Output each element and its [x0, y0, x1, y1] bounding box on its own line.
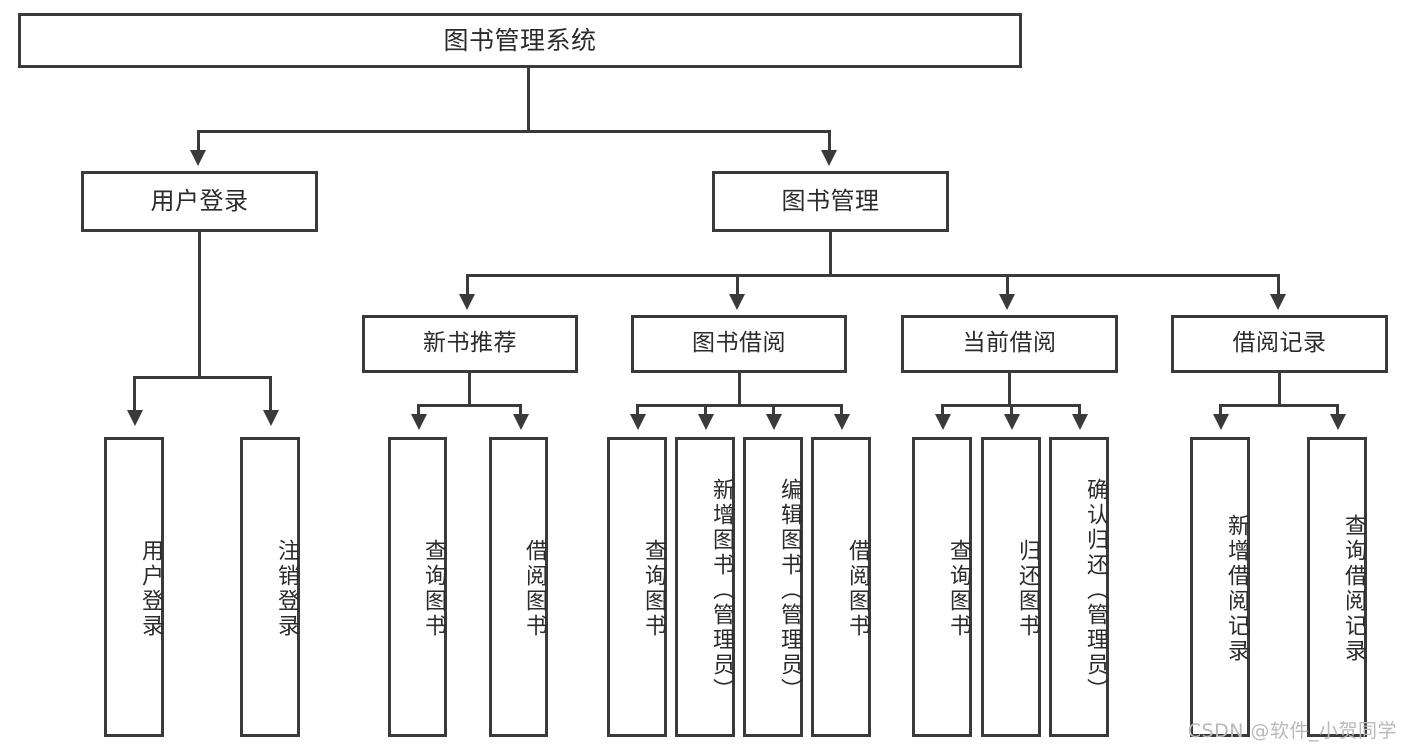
connector-root-to-book-management — [828, 130, 831, 152]
connector-book-management-trunk — [829, 232, 832, 274]
node-label: 用户登录 — [138, 539, 163, 639]
arrow-borrow-records-leaf-2 — [1330, 414, 1346, 430]
node-user-login[interactable]: 用户登录 — [81, 171, 318, 232]
connector-user-login-leaf-1 — [133, 376, 136, 412]
leaf-book-borrow-query[interactable]: 查询图书 — [607, 437, 667, 737]
leaf-book-borrow-add-admin[interactable]: 新增图书（管理员） — [675, 437, 735, 737]
watermark-text: CSDN @软件_小贺同学 — [1187, 720, 1397, 742]
node-label: 新书推荐 — [423, 330, 517, 357]
node-book-management[interactable]: 图书管理 — [712, 171, 949, 232]
node-label: 编辑图书（管理员） — [777, 477, 802, 703]
leaf-current-borrow-return[interactable]: 归还图书 — [981, 437, 1041, 737]
connector-new-book-leaf-2 — [519, 404, 522, 416]
node-label: 借阅图书 — [522, 539, 547, 639]
arrow-new-book-leaf-2 — [513, 414, 529, 430]
node-label: 用户登录 — [150, 187, 249, 216]
arrow-current-borrow-leaf-2 — [1004, 414, 1020, 430]
node-label: 确认归还（管理员） — [1083, 477, 1108, 703]
connector-current-borrow-leaf-3 — [1078, 404, 1081, 416]
node-label: 借阅记录 — [1232, 330, 1327, 357]
node-label: 新增图书（管理员） — [709, 477, 734, 703]
connector-bm-to-new-book — [466, 274, 469, 296]
node-borrow-records[interactable]: 借阅记录 — [1171, 315, 1388, 373]
connector-book-borrow-leaf-2 — [704, 404, 707, 416]
connector-user-login-bus — [133, 376, 271, 379]
connector-bm-to-book-borrow — [736, 274, 739, 296]
connector-book-borrow-leaf-4 — [840, 404, 843, 416]
arrow-book-borrow-leaf-1 — [630, 414, 646, 430]
leaf-book-borrow-edit-admin[interactable]: 编辑图书（管理员） — [743, 437, 803, 737]
node-label: 图书管理系统 — [443, 25, 597, 55]
arrow-book-borrow-leaf-3 — [766, 414, 782, 430]
node-label: 查询借阅记录 — [1341, 514, 1366, 664]
node-label: 注销登录 — [274, 539, 299, 639]
leaf-borrow-records-add[interactable]: 新增借阅记录 — [1190, 437, 1250, 737]
leaf-current-borrow-query[interactable]: 查询图书 — [912, 437, 972, 737]
node-label: 借阅图书 — [845, 539, 870, 639]
node-label: 查询图书 — [946, 539, 971, 639]
connector-borrow-records-leaf-1 — [1219, 404, 1222, 416]
leaf-new-book-borrow[interactable]: 借阅图书 — [489, 437, 548, 737]
node-label: 查询图书 — [641, 539, 666, 639]
node-book-borrow[interactable]: 图书借阅 — [631, 315, 847, 373]
connector-borrow-records-leaf-2 — [1336, 404, 1339, 416]
connector-current-borrow-leaf-1 — [941, 404, 944, 416]
connector-current-borrow-trunk — [1008, 373, 1011, 404]
arrow-bm-to-new-book — [459, 294, 475, 310]
arrow-book-borrow-leaf-4 — [834, 414, 850, 430]
leaf-current-borrow-confirm-return-admin[interactable]: 确认归还（管理员） — [1049, 437, 1109, 737]
node-new-book-recommend[interactable]: 新书推荐 — [362, 315, 578, 373]
leaf-borrow-records-query[interactable]: 查询借阅记录 — [1307, 437, 1367, 737]
leaf-user-login-login[interactable]: 用户登录 — [104, 437, 164, 737]
arrow-borrow-records-leaf-1 — [1213, 414, 1229, 430]
connector-book-borrow-leaf-1 — [636, 404, 639, 416]
connector-new-book-bus — [417, 404, 522, 407]
connector-book-borrow-bus — [636, 404, 843, 407]
arrow-root-to-user-login — [190, 150, 206, 166]
connector-current-borrow-leaf-2 — [1010, 404, 1013, 416]
connector-book-management-bus — [466, 274, 1280, 277]
arrow-root-to-book-management — [821, 150, 837, 166]
connector-new-book-leaf-1 — [417, 404, 420, 416]
arrow-new-book-leaf-1 — [411, 414, 427, 430]
connector-new-book-trunk — [468, 373, 471, 404]
node-label: 新增借阅记录 — [1224, 514, 1249, 664]
arrow-book-borrow-leaf-2 — [698, 414, 714, 430]
connector-root-bus — [197, 130, 831, 133]
node-label: 查询图书 — [421, 539, 446, 639]
connector-user-login-leaf-2 — [269, 376, 272, 412]
connector-root-trunk — [527, 68, 530, 130]
connector-book-borrow-trunk — [738, 373, 741, 404]
node-label: 图书管理 — [781, 187, 880, 216]
arrow-current-borrow-leaf-3 — [1072, 414, 1088, 430]
connector-user-login-trunk — [198, 232, 201, 376]
arrow-user-login-leaf-1 — [127, 410, 143, 426]
arrow-user-login-leaf-2 — [263, 410, 279, 426]
arrow-bm-to-current-borrow — [999, 294, 1015, 310]
arrow-current-borrow-leaf-1 — [935, 414, 951, 430]
connector-bm-to-borrow-records — [1277, 274, 1280, 296]
node-root-book-management-system[interactable]: 图书管理系统 — [18, 13, 1022, 68]
connector-borrow-records-bus — [1219, 404, 1339, 407]
connector-bm-to-current-borrow — [1006, 274, 1009, 296]
leaf-book-borrow-borrow[interactable]: 借阅图书 — [811, 437, 871, 737]
node-label: 图书借阅 — [692, 330, 786, 357]
node-current-borrow[interactable]: 当前借阅 — [901, 315, 1118, 373]
leaf-user-login-logout[interactable]: 注销登录 — [240, 437, 300, 737]
arrow-bm-to-book-borrow — [729, 294, 745, 310]
arrow-bm-to-borrow-records — [1270, 294, 1286, 310]
leaf-new-book-query[interactable]: 查询图书 — [388, 437, 447, 737]
node-label: 归还图书 — [1015, 539, 1040, 639]
node-label: 当前借阅 — [962, 330, 1057, 357]
connector-book-borrow-leaf-3 — [772, 404, 775, 416]
connector-root-to-user-login — [197, 130, 200, 152]
connector-borrow-records-trunk — [1278, 373, 1281, 404]
